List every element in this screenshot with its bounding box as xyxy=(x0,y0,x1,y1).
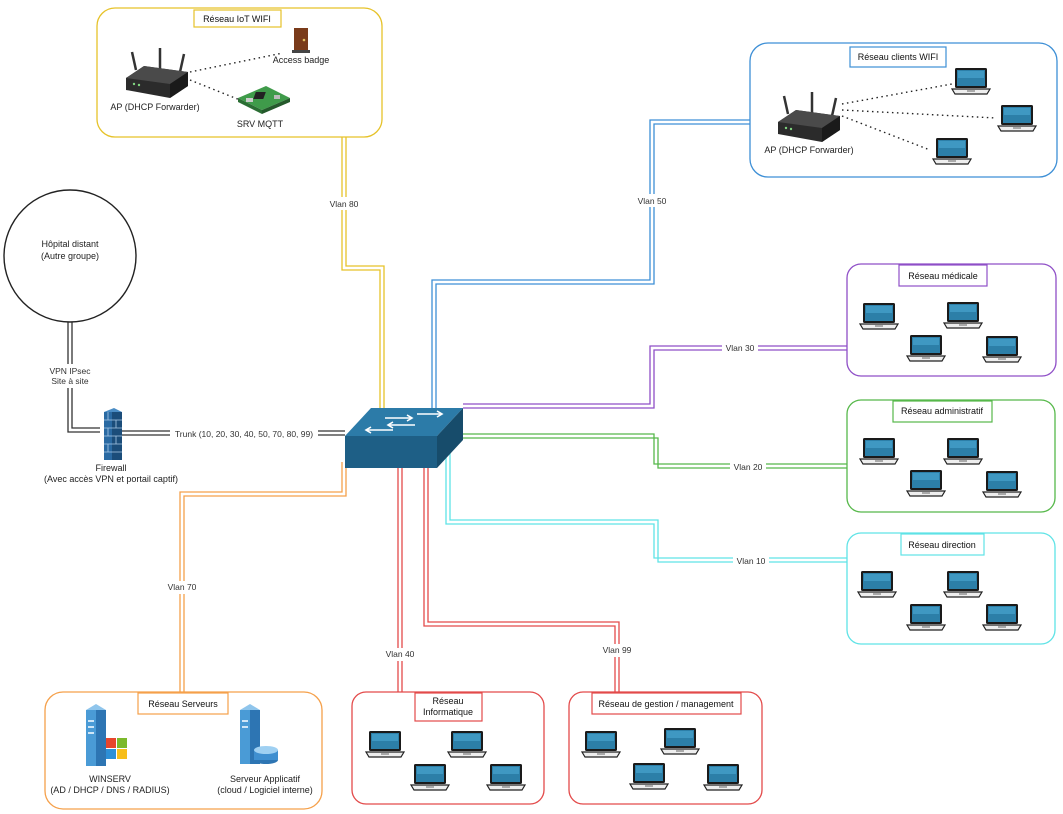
vlan50-link xyxy=(431,119,750,410)
direction-network: Réseau direction xyxy=(846,532,1056,645)
laptop-icon xyxy=(932,137,972,165)
laptop-icon xyxy=(410,763,450,791)
direction-title: Réseau direction xyxy=(908,540,976,550)
medicale-network: Réseau médicale xyxy=(846,263,1057,377)
vlan70-label: Vlan 70 xyxy=(168,582,197,592)
servers-network: Réseau Serveurs WINSERV (AD / DHCP / DNS… xyxy=(44,691,323,810)
remote-line2: (Autre groupe) xyxy=(41,251,99,261)
links xyxy=(67,119,847,692)
firewall-line2: (Avec accès VPN et portail captif) xyxy=(44,474,178,484)
laptop-icon xyxy=(982,470,1022,498)
firewall[interactable]: Firewall (Avec accès VPN et portail capt… xyxy=(44,408,178,484)
informatique-title-line2: Informatique xyxy=(423,707,473,717)
vlan70-link xyxy=(179,462,347,692)
laptop-icon xyxy=(906,469,946,497)
access-badge-label: Access badge xyxy=(273,55,330,65)
laptop-icon xyxy=(982,603,1022,631)
laptop-icon xyxy=(943,570,983,598)
firewall-icon xyxy=(104,408,122,460)
remote-hospital: Hôpital distant (Autre groupe) xyxy=(3,189,137,323)
vlan99-label: Vlan 99 xyxy=(603,645,632,655)
switch-arrows-icon xyxy=(364,410,444,434)
vlan-labels: Vlan 80 Vlan 50 Vlan 30 Vlan 20 Vlan 10 … xyxy=(44,194,769,661)
clients-title: Réseau clients WIFI xyxy=(858,52,939,62)
vlan80-link xyxy=(341,137,385,410)
vlan50-label: Vlan 50 xyxy=(638,196,667,206)
informatique-title-line1: Réseau xyxy=(432,696,463,706)
laptop-icon xyxy=(997,104,1037,132)
laptop-icon xyxy=(660,727,700,755)
windows-server-icon xyxy=(86,704,127,766)
vlan20-label: Vlan 20 xyxy=(734,462,763,472)
vlan30-link xyxy=(463,345,847,409)
laptop-icon xyxy=(859,302,899,330)
winserv-roles: (AD / DHCP / DNS / RADIUS) xyxy=(50,785,169,795)
iot-ap-label: AP (DHCP Forwarder) xyxy=(110,102,199,112)
laptop-icon xyxy=(486,763,526,791)
app-server-roles: (cloud / Logiciel interne) xyxy=(217,785,313,795)
medicale-title: Réseau médicale xyxy=(908,271,978,281)
laptop-icon xyxy=(447,730,487,758)
srv-mqtt-label: SRV MQTT xyxy=(237,119,284,129)
vlan99-link xyxy=(423,462,620,692)
laptop-icon xyxy=(365,730,405,758)
vlan10-label: Vlan 10 xyxy=(737,556,766,566)
vlan30-label: Vlan 30 xyxy=(726,343,755,353)
admin-network: Réseau administratif xyxy=(846,399,1056,513)
app-server-name: Serveur Applicatif xyxy=(230,774,301,784)
vpn-label-line1: VPN IPsec xyxy=(49,366,91,376)
core-switch[interactable] xyxy=(345,408,463,468)
management-network: Réseau de gestion / management xyxy=(568,691,763,805)
servers-title: Réseau Serveurs xyxy=(148,699,218,709)
raspberry-pi-icon xyxy=(238,86,290,114)
firewall-line1: Firewall xyxy=(95,463,126,473)
remote-line1: Hôpital distant xyxy=(41,239,99,249)
laptop-icon xyxy=(859,437,899,465)
app-server-icon xyxy=(240,704,278,764)
clients-wifi-network: Réseau clients WIFI AP (DHCP Forwarder) xyxy=(749,42,1058,178)
laptop-icon xyxy=(581,730,621,758)
vlan80-label: Vlan 80 xyxy=(330,199,359,209)
laptop-icon xyxy=(982,335,1022,363)
vlan40-label: Vlan 40 xyxy=(386,649,415,659)
laptop-icon xyxy=(906,334,946,362)
access-badge-icon xyxy=(292,28,310,53)
clients-ap-label: AP (DHCP Forwarder) xyxy=(764,145,853,155)
iot-wifi-network: Réseau IoT WIFI AP (DHCP Forwarder) Acce… xyxy=(96,7,383,138)
vpn-label-line2: Site à site xyxy=(51,376,89,386)
laptop-icon xyxy=(857,570,897,598)
laptop-icon xyxy=(629,762,669,790)
iot-title: Réseau IoT WIFI xyxy=(203,14,271,24)
laptop-icon xyxy=(951,67,991,95)
winserv-name: WINSERV xyxy=(89,774,131,784)
laptop-icon xyxy=(906,603,946,631)
vlan20-link xyxy=(460,433,847,469)
laptop-icon xyxy=(943,301,983,329)
informatique-network: Réseau Informatique xyxy=(351,691,545,805)
trunk-label: Trunk (10, 20, 30, 40, 50, 70, 80, 99) xyxy=(175,429,313,439)
management-title: Réseau de gestion / management xyxy=(598,699,734,709)
admin-title: Réseau administratif xyxy=(901,406,984,416)
laptop-icon xyxy=(943,437,983,465)
vpn-link xyxy=(67,318,100,433)
vlan10-link xyxy=(445,450,847,563)
laptop-icon xyxy=(703,763,743,791)
